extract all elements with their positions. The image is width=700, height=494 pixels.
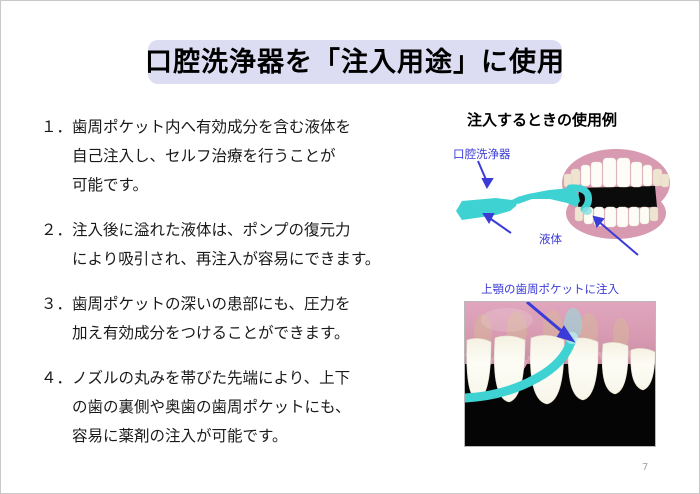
list-item-text: 注入後に溢れた液体は、ポンプの復元力 により吸引され、再注入が容易にできます。 xyxy=(72,216,441,274)
slide-title-banner: 口腔洗浄器を「注入用途」に使用 xyxy=(145,40,565,84)
list-item-number: ３． xyxy=(41,295,73,313)
list-item-line: 加え有効成分をつけることができます。 xyxy=(72,324,350,342)
list-item-line: 可能です。 xyxy=(72,176,148,194)
list-item-text: 歯周ポケットの深いの患部にも、圧力を 加え有効成分をつけることができます。 xyxy=(72,290,441,348)
list-item-line: 歯周ポケット内へ有効成分を含む液体を xyxy=(72,118,352,136)
maxillary-pocket-photo xyxy=(464,301,656,447)
list-item-line: 歯周ポケットの深いの患部にも、圧力を xyxy=(72,295,351,313)
caption-maxillary-injection: 上顎の歯周ポケットに注入 xyxy=(481,282,619,296)
body-list: １． 歯周ポケット内へ有効成分を含む液体を 自己注入し、セルフ治療を行うことが … xyxy=(41,113,441,467)
list-item-line: ノズルの丸みを帯びた先端により、上下 xyxy=(72,369,351,387)
list-item-text: 歯周ポケット内へ有効成分を含む液体を 自己注入し、セルフ治療を行うことが 可能で… xyxy=(72,113,441,200)
list-item: ２． 注入後に溢れた液体は、ポンプの復元力 により吸引され、再注入が容易にできま… xyxy=(41,216,441,274)
figure-section-heading: 注入するときの使用例 xyxy=(467,111,618,129)
list-item-line: の歯の裏側や奥歯の歯周ポケットにも、 xyxy=(72,398,351,416)
list-item-line: 注入後に溢れた液体は、ポンプの復元力 xyxy=(72,221,351,239)
list-item-line: 自己注入し、セルフ治療を行うことが xyxy=(72,147,336,165)
page-number: 7 xyxy=(642,462,649,473)
list-item: ３． 歯周ポケットの深いの患部にも、圧力を 加え有効成分をつけることができます。 xyxy=(41,290,441,348)
list-item-number: １． xyxy=(41,118,73,136)
list-item: １． 歯周ポケット内へ有効成分を含む液体を 自己注入し、セルフ治療を行うことが … xyxy=(41,113,441,200)
list-item: ４． ノズルの丸みを帯びた先端により、上下 の歯の裏側や奥歯の歯周ポケットにも、… xyxy=(41,364,441,451)
label-liquid: 液体 xyxy=(539,232,562,246)
label-oral-irrigator: 口腔洗浄器 xyxy=(453,147,511,161)
irrigator-usage-illustration xyxy=(454,141,698,271)
list-item-line: により吸引され、再注入が容易にできます。 xyxy=(72,250,381,268)
list-item-line: 容易に薬剤の注入が可能です。 xyxy=(72,427,288,445)
list-item-number: ２． xyxy=(41,221,73,239)
list-item-number: ４． xyxy=(41,369,73,387)
list-item-text: ノズルの丸みを帯びた先端により、上下 の歯の裏側や奥歯の歯周ポケットにも、 容易… xyxy=(72,364,441,451)
page-title: 口腔洗浄器を「注入用途」に使用 xyxy=(145,46,565,78)
